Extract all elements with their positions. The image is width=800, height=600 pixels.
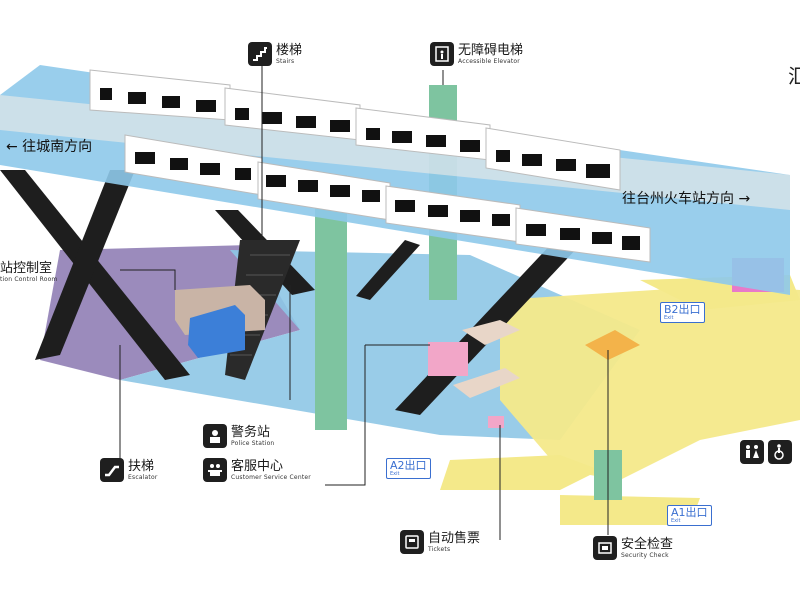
control-room-block-blue bbox=[188, 305, 245, 358]
label-restrooms bbox=[740, 440, 796, 464]
ticket-gate-orange bbox=[585, 330, 640, 360]
paid-area-yellow bbox=[500, 285, 800, 480]
direction-taizhou-station: 往台州火车站方向 → bbox=[622, 191, 751, 207]
train-upper bbox=[89, 69, 621, 191]
escalator-icon bbox=[100, 458, 124, 482]
support-beam bbox=[35, 170, 135, 360]
support-beam bbox=[356, 240, 420, 300]
train-lower bbox=[124, 134, 651, 263]
exit-a1-corridor bbox=[560, 495, 700, 525]
stairs-icon bbox=[248, 42, 272, 66]
security-check-icon bbox=[593, 536, 617, 560]
cut-off-title: 汇 bbox=[788, 64, 800, 88]
ticket-machines bbox=[453, 368, 520, 398]
restroom-icon bbox=[740, 440, 764, 464]
ticket-gate bbox=[428, 342, 468, 376]
exit-a2-corridor bbox=[440, 455, 600, 490]
wheelchair-icon bbox=[768, 440, 792, 464]
gate-pink bbox=[488, 416, 504, 428]
direction-chengnan: ← 往城南方向 bbox=[6, 139, 93, 155]
service-center-icon bbox=[203, 458, 227, 482]
support-beam bbox=[0, 170, 190, 380]
police-icon bbox=[203, 424, 227, 448]
ticket-machines bbox=[462, 320, 520, 345]
ticket-machine-icon bbox=[400, 530, 424, 554]
exit-b2: B2出口 Exit bbox=[660, 302, 705, 323]
exit-a2: A2出口 Exit bbox=[386, 458, 431, 479]
elevator-icon bbox=[430, 42, 454, 66]
exit-a1: A1出口 Exit bbox=[667, 505, 712, 526]
